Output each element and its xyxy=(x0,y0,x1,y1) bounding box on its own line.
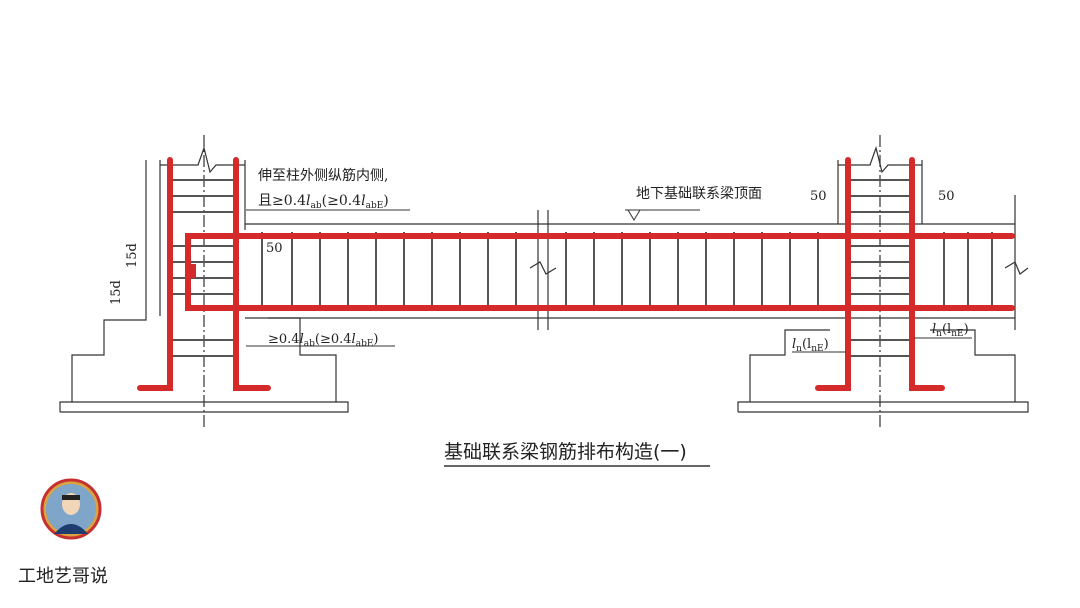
dim-15d-a: 15d xyxy=(125,243,140,268)
author-name: 工地艺哥说 xyxy=(18,566,108,587)
note-line1: 伸至柱外侧纵筋内侧, xyxy=(258,167,388,184)
person-avatar-icon xyxy=(40,478,102,540)
column-stirrups xyxy=(168,179,914,357)
note-line2: 且≥0.4lab(≥0.4labE) xyxy=(258,193,389,211)
dim-15d-b: 15d xyxy=(109,280,124,305)
concrete-outline xyxy=(59,135,1029,430)
beam-top-label: 地下基础联系梁顶面 xyxy=(636,185,762,202)
dim-50-left: 50 xyxy=(266,241,283,256)
rebar-hook-mark xyxy=(188,264,196,278)
dim-50-right-a: 50 xyxy=(810,189,827,204)
anchor-label: ≥0.4lab(≥0.4labE) xyxy=(268,332,378,349)
ln-left-label: ln(lnE) xyxy=(792,337,829,354)
ln-right-label: ln(lnE) xyxy=(932,322,969,339)
dim-50-right-b: 50 xyxy=(938,189,955,204)
beam-top-marker xyxy=(625,209,700,221)
rebars xyxy=(137,157,1015,391)
beam-stirrups xyxy=(261,232,993,310)
diagram-title: 基础联系梁钢筋排布构造(一) xyxy=(444,441,687,463)
